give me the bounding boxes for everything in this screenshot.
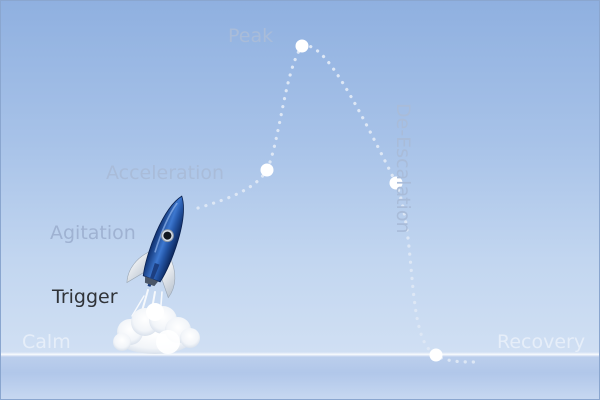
escalation-path xyxy=(196,43,478,364)
horizon-line xyxy=(0,352,600,357)
stage-label-calm: Calm xyxy=(22,331,71,353)
stage-label-trigger: Trigger xyxy=(52,286,118,308)
milestone-dot-acceleration xyxy=(260,163,274,177)
rocket-icon xyxy=(126,195,184,299)
stage-label-agitation: Agitation xyxy=(50,222,136,244)
smoke-cloud-icon xyxy=(113,303,200,354)
ground-plane xyxy=(0,355,600,400)
stage-label-peak: Peak xyxy=(228,25,274,47)
milestone-dot-de-escalation xyxy=(389,176,403,190)
stage-label-acceleration: Acceleration xyxy=(106,162,225,184)
milestone-dot-peak xyxy=(295,39,309,53)
stage-label-de-escalation: De-Escalation xyxy=(392,103,414,234)
stage-label-recovery: Recovery xyxy=(497,331,586,353)
milestone-dot-recovery xyxy=(429,348,443,362)
